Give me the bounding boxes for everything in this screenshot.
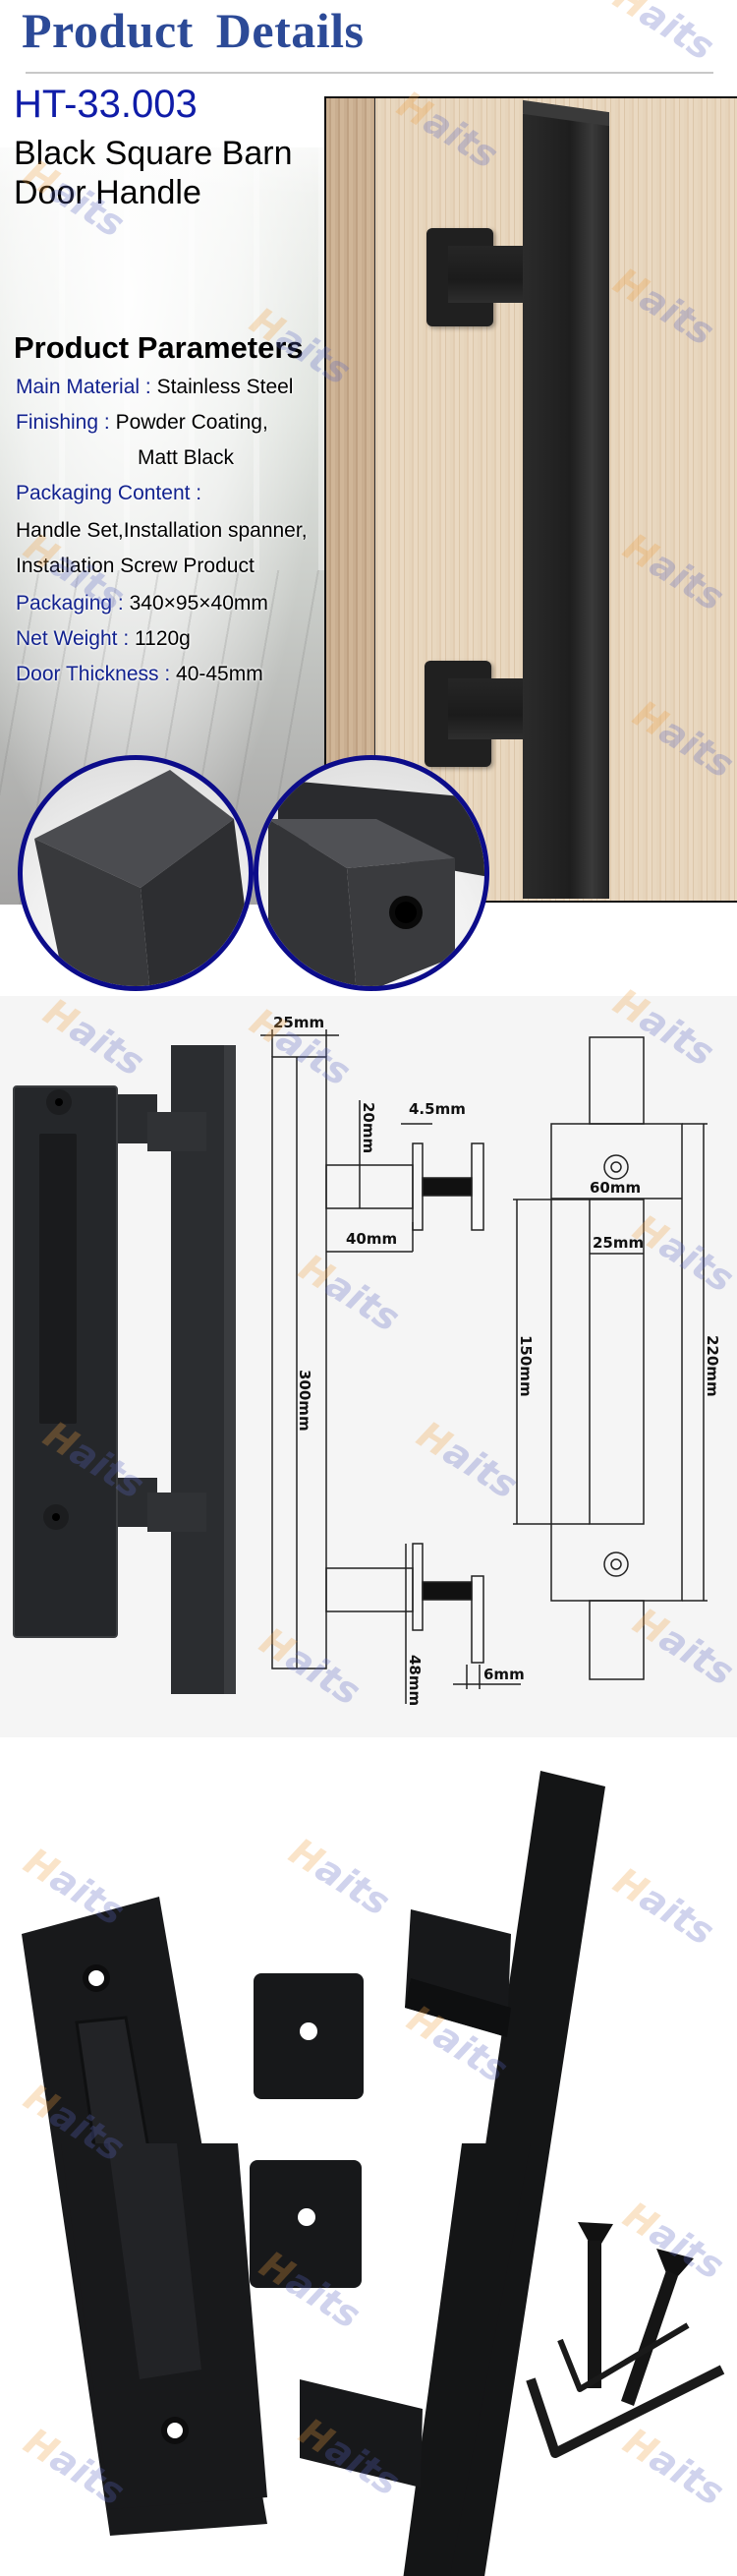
dim-plate-thickness: 6mm <box>483 1666 525 1683</box>
dim-rose-size: 48mm <box>406 1655 424 1706</box>
product-name: Black Square Barn Door Handle <box>14 134 293 212</box>
param-value: 1120g <box>135 627 191 650</box>
parts-section: Haits Haits Haits Haits Haits Haits Hait… <box>0 1737 737 2576</box>
assembled-handle-photo <box>13 1045 236 1694</box>
bar-handle-bottom <box>300 2143 531 2576</box>
param-value: Powder Coating, <box>115 411 268 434</box>
handle-bar <box>523 114 609 899</box>
param-packaging: Packaging : 340×95×40mm <box>16 592 268 615</box>
hero-section: Product Details HT-33.003 Black Square B… <box>0 0 737 993</box>
watermark-logo: Haits <box>605 0 722 70</box>
product-name-line2: Door Handle <box>14 174 201 211</box>
param-value: 340×95×40mm <box>129 592 268 615</box>
param-key: Net Weight <box>16 627 118 650</box>
dim-recess-width: 25mm <box>593 1234 644 1252</box>
param-door-thickness: Door Thickness : 40-45mm <box>16 663 263 685</box>
detail-circle-bar-end <box>18 755 254 991</box>
param-key: Main Material <box>16 376 141 398</box>
hex-key-small <box>557 2322 690 2392</box>
screw-2 <box>621 2249 694 2406</box>
dim-rose-thickness: 4.5mm <box>409 1100 466 1118</box>
param-main-material: Main Material : Stainless Steel <box>16 376 294 398</box>
product-name-line1: Black Square Barn <box>14 135 293 172</box>
room-fade <box>0 79 324 197</box>
flush-pull-plate-bottom <box>61 2143 267 2509</box>
param-finishing-cont: Matt Black <box>138 446 234 470</box>
dim-standoff-height: 20mm <box>360 1102 377 1153</box>
hex-key-large <box>526 2365 725 2458</box>
dim-bar-width: 25mm <box>273 1014 324 1031</box>
parts-photo-lower <box>61 2143 725 2576</box>
param-packaging-content-line1: Handle Set,Installation spanner, <box>16 519 308 543</box>
param-key: Packaging Content <box>16 482 191 504</box>
dim-plate-length: 220mm <box>704 1335 721 1397</box>
param-net-weight: Net Weight : 1120g <box>16 627 191 650</box>
param-value: 40-45mm <box>176 663 263 685</box>
dim-recess-length: 150mm <box>517 1335 535 1397</box>
dimension-drawing: 25mm 20mm 4.5mm 40mm 300mm 48mm 6mm 60mm… <box>13 1014 721 1706</box>
front-view <box>513 1036 708 1680</box>
screw-1 <box>578 2222 613 2388</box>
page-title: Product Details <box>22 3 365 58</box>
param-value: Handle Set,Installation spanner, <box>16 519 308 542</box>
detail-circle-bar-hole <box>254 755 489 991</box>
room-window-decor <box>0 147 324 570</box>
side-view <box>260 1029 521 1704</box>
model-code: HT-33.003 <box>14 83 198 126</box>
param-value: Matt Black <box>138 446 235 469</box>
param-packaging-content-line2: Installation Screw Product <box>16 555 255 578</box>
technical-drawing-section: 25mm 20mm 4.5mm 40mm 300mm 48mm 6mm 60mm… <box>0 980 737 1737</box>
param-key: Finishing <box>16 411 99 434</box>
parameters-title: Product Parameters <box>14 330 304 365</box>
upper-standoff <box>448 246 533 303</box>
dim-standoff-length: 40mm <box>346 1230 397 1248</box>
param-key: Door Thickness <box>16 663 159 685</box>
dim-bar-length: 300mm <box>296 1370 313 1432</box>
param-key: Packaging <box>16 592 113 615</box>
title-divider <box>26 72 713 74</box>
rose-plate-2 <box>250 2160 362 2288</box>
param-finishing: Finishing : Powder Coating, <box>16 411 268 434</box>
param-packaging-content: Packaging Content : <box>16 482 202 504</box>
param-value: Installation Screw Product <box>16 555 255 577</box>
dim-plate-width: 60mm <box>590 1179 641 1197</box>
rose-plate-1 <box>254 1973 364 2099</box>
param-value: Stainless Steel <box>156 376 294 398</box>
lower-standoff <box>448 678 533 739</box>
